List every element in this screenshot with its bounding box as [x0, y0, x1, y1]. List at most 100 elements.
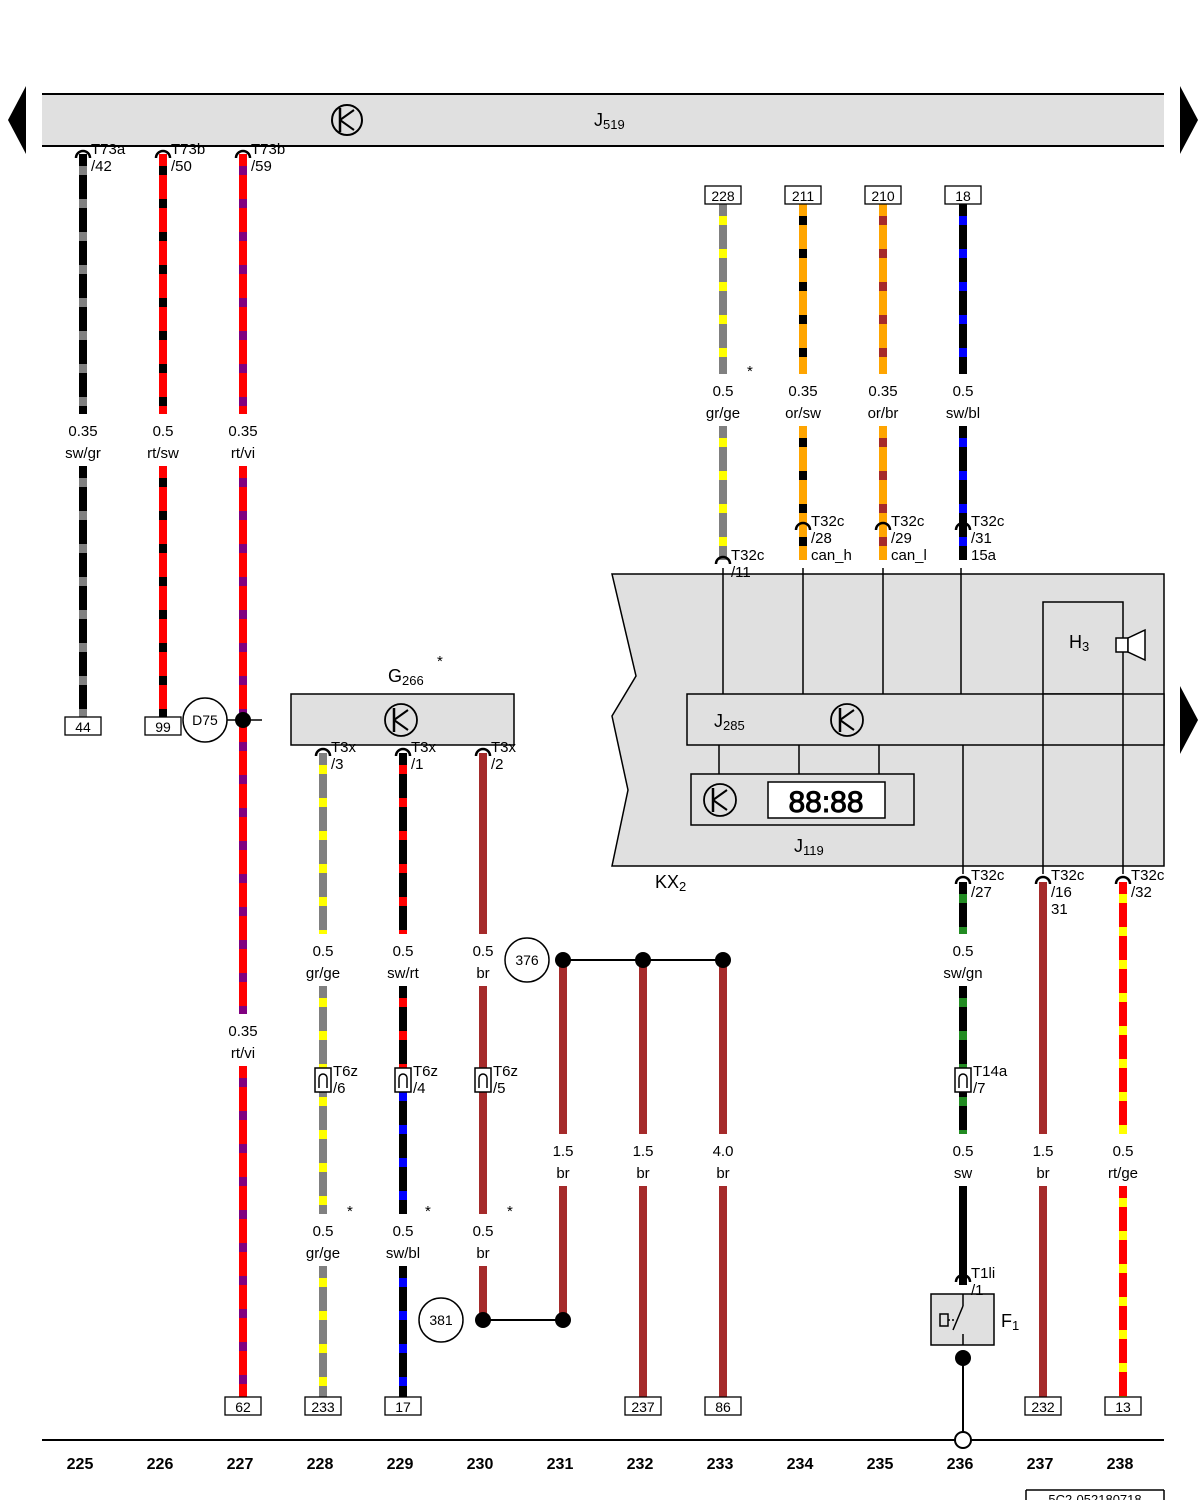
column-number: 235 — [867, 1456, 894, 1473]
reference-box[interactable] — [224, 1396, 262, 1416]
wire-size-label: 4.0 — [713, 1143, 734, 1160]
column-number: 226 — [147, 1456, 174, 1473]
wire-color-label: rt/vi — [231, 1045, 255, 1062]
kx2-sub: 2 — [679, 879, 686, 894]
wire-size-label: 0.5 — [713, 383, 734, 400]
column-number: 231 — [547, 1456, 574, 1473]
connector-label: /2 — [491, 756, 504, 773]
reference-box[interactable] — [304, 1396, 342, 1416]
connector-label: /11 — [731, 564, 751, 581]
wire-size-label: 0.5 — [953, 943, 974, 960]
reference-box[interactable] — [864, 185, 902, 205]
continue-arrow-icon[interactable] — [1180, 686, 1198, 754]
reference-box-label: 62 — [235, 1399, 251, 1415]
prev-page-arrow-icon[interactable] — [8, 86, 26, 154]
svg-text:H3: H3 — [1069, 632, 1089, 654]
reference-box[interactable] — [784, 185, 822, 205]
reference-circle[interactable] — [504, 937, 550, 983]
f1-sub: 1 — [1012, 1318, 1019, 1333]
kx2-instrument-cluster: KX2 H3 J285 88:88 J119 — [611, 573, 1165, 894]
connector-label: T6z — [333, 1063, 358, 1080]
connector-label: /27 — [971, 884, 992, 901]
j119-sub: 119 — [803, 843, 824, 858]
wire-size-label: 0.5 — [393, 943, 414, 960]
reference-box-label: 210 — [871, 188, 895, 204]
connector-label: /1 — [971, 1282, 984, 1299]
connector-pin-icon — [394, 747, 412, 757]
reference-box[interactable] — [1104, 1396, 1142, 1416]
svg-text:G266: G266 — [388, 666, 424, 688]
reference-box-label: 13 — [1115, 1399, 1131, 1415]
wire-size-label: 1.5 — [553, 1143, 574, 1160]
connector-label: /16 — [1051, 884, 1072, 901]
connector-label: T32c — [971, 513, 1005, 530]
plug-connector-icon — [954, 1067, 972, 1093]
j285-label: J — [714, 711, 723, 731]
connector-label: T32c — [891, 513, 925, 530]
control-unit-icon — [830, 703, 864, 737]
reference-box[interactable] — [64, 716, 102, 736]
reference-box[interactable] — [944, 185, 982, 205]
connector-label: T3x — [491, 739, 517, 756]
connector-pin-icon — [154, 149, 172, 159]
connector-label: /1 — [411, 756, 424, 773]
plug-connector-icon — [318, 1073, 328, 1088]
wire-size-label: 0.35 — [868, 383, 897, 400]
wire-size-label: 0.5 — [473, 943, 494, 960]
wire-size-label: 0.5 — [473, 1223, 494, 1240]
junction-dot — [555, 952, 571, 968]
wire-color-label: sw — [954, 1165, 973, 1182]
wire-size-label: 0.5 — [1113, 1143, 1134, 1160]
wire-size-label: 0.5 — [153, 423, 174, 440]
connector-pin-icon — [234, 149, 252, 159]
control-unit-icon — [703, 783, 737, 817]
wire-size-label: 0.5 — [953, 1143, 974, 1160]
reference-circle-label: 381 — [429, 1312, 453, 1328]
column-numbers: 225 226 227 228 229 230 231 232 233 234 … — [67, 1456, 1134, 1473]
connector-label: /31 — [971, 530, 992, 547]
wire-color-label: rt/vi — [231, 445, 255, 462]
annotation-star: * — [507, 1203, 513, 1220]
wire-size-label: 0.5 — [313, 943, 334, 960]
wire-color-label: br — [476, 965, 489, 982]
junction-dot — [635, 952, 651, 968]
reference-box[interactable] — [384, 1396, 422, 1416]
svg-text:J519: J519 — [594, 110, 625, 132]
plug-connector-icon — [474, 1067, 492, 1093]
j119-label: J — [794, 836, 803, 856]
connector-label: can_l — [891, 547, 927, 564]
next-page-arrow-icon[interactable] — [1180, 86, 1198, 154]
label-layer: T73a/420.35sw/gr44T73b/500.5rt/sw99T73b/… — [64, 141, 1165, 1416]
wire-color-label: br — [636, 1165, 649, 1182]
g266-sub: 266 — [402, 673, 424, 688]
reference-circle-label: 376 — [515, 952, 539, 968]
j285-sub: 285 — [723, 718, 745, 733]
wire-color-label: rt/sw — [147, 445, 179, 462]
j519-label: J — [594, 110, 603, 130]
reference-circle[interactable] — [418, 1297, 464, 1343]
column-number: 236 — [947, 1456, 974, 1473]
connector-label: T32c — [731, 547, 765, 564]
reference-box[interactable] — [704, 1396, 742, 1416]
column-number: 228 — [307, 1456, 334, 1473]
plug-connector-icon — [478, 1073, 488, 1088]
reference-box[interactable] — [624, 1396, 662, 1416]
document-id: 5C2-052180718 — [1048, 1492, 1141, 1500]
connector-label: T73b — [171, 141, 205, 158]
reference-box[interactable] — [704, 185, 742, 205]
column-number: 225 — [67, 1456, 94, 1473]
connector-label: T1li — [971, 1265, 995, 1282]
reference-box[interactable] — [1024, 1396, 1062, 1416]
wire-color-label: sw/bl — [946, 405, 980, 422]
wire-size-label: 0.5 — [393, 1223, 414, 1240]
reference-box[interactable] — [144, 716, 182, 736]
reference-circle[interactable] — [182, 697, 228, 743]
connector-label: T73b — [251, 141, 285, 158]
wire-color-label: br — [476, 1245, 489, 1262]
column-number: 232 — [627, 1456, 654, 1473]
reference-circle-label: D75 — [192, 712, 218, 728]
column-number: 230 — [467, 1456, 494, 1473]
connector-pin-icon — [714, 555, 732, 565]
column-number: 238 — [1107, 1456, 1134, 1473]
